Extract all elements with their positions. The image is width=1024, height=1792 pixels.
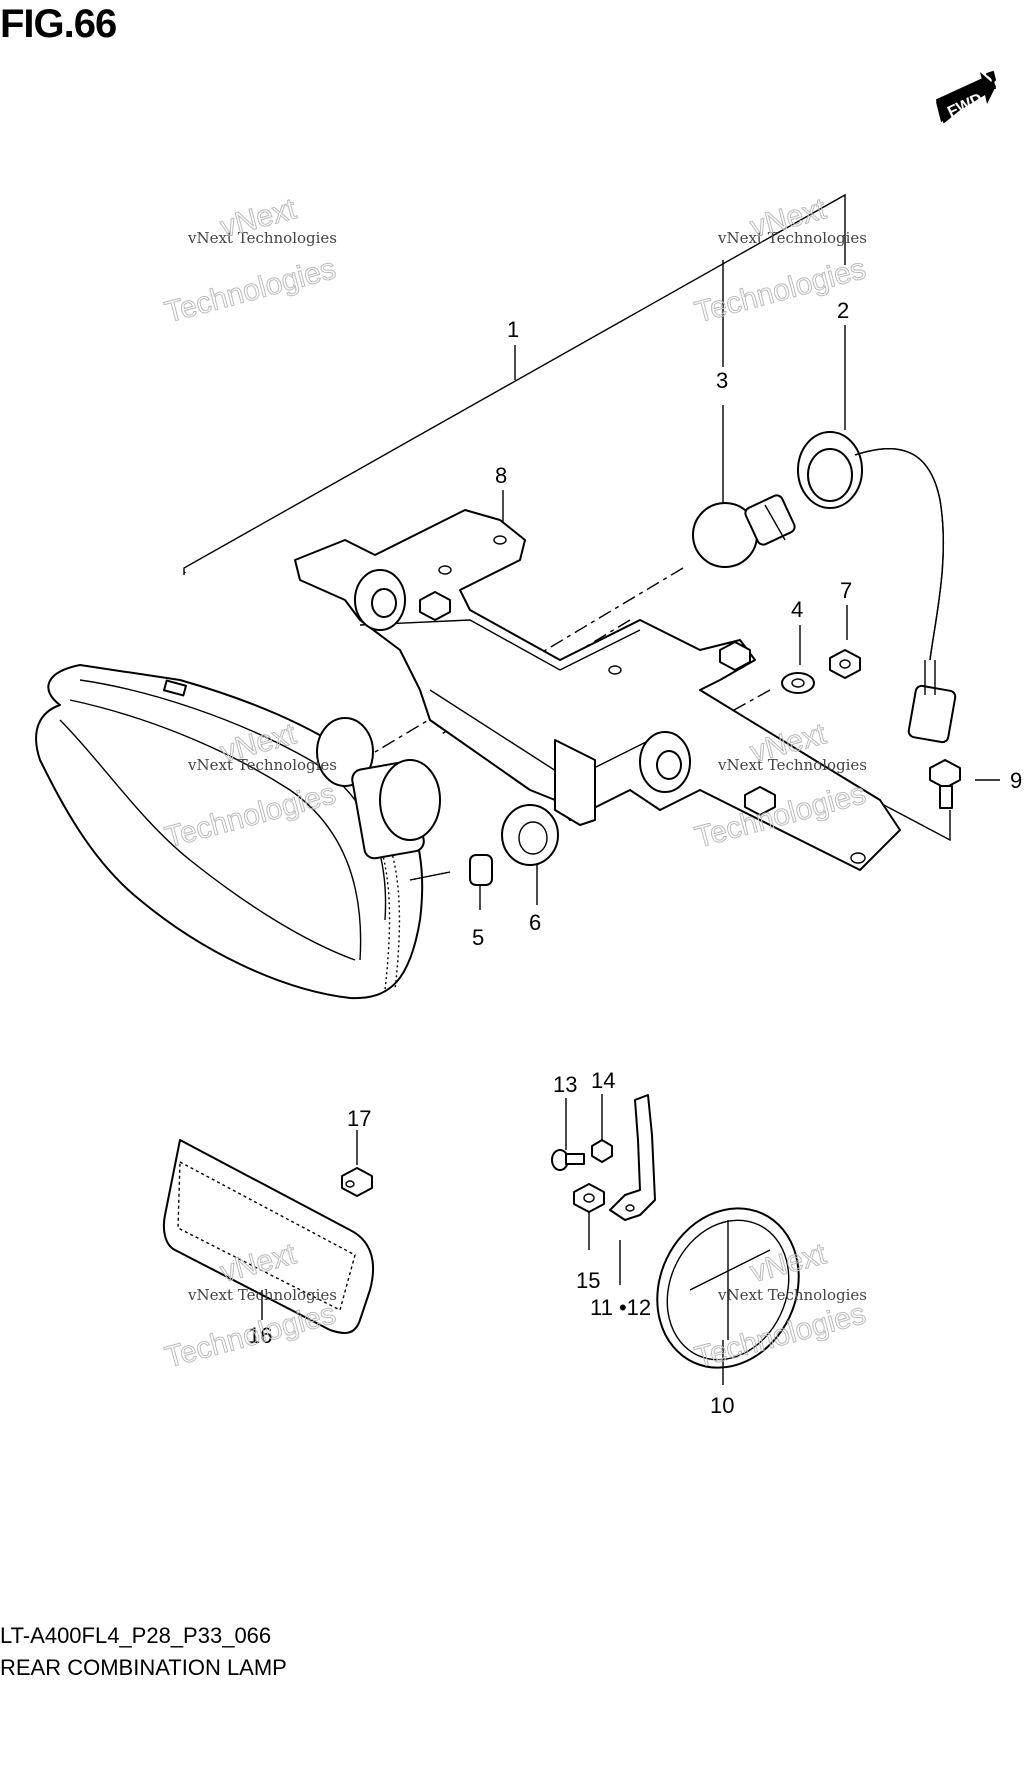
screw	[551, 1149, 585, 1171]
callout-6: 6	[529, 910, 541, 935]
watermark-text: vNext Technologies	[717, 1286, 867, 1304]
leader-9-bracket	[864, 794, 951, 842]
diagram-code: LT-A400FL4_P28_P33_066	[0, 1623, 272, 1648]
round-lamp	[656, 1207, 800, 1369]
callout-2: 2	[837, 298, 849, 323]
watermark-text: Technologies	[162, 252, 340, 329]
callout-8: 8	[495, 463, 507, 488]
callout-9: 9	[1010, 768, 1022, 793]
callout-13: 13	[553, 1072, 577, 1097]
callout-17: 17	[347, 1106, 371, 1131]
watermark-text: vNext Technologies	[187, 229, 337, 247]
reflector-nut	[341, 1167, 373, 1197]
watermark-text: vNext Technologies	[187, 756, 337, 774]
lamp-bracket	[294, 509, 901, 871]
callout-16: 16	[248, 1323, 272, 1348]
callout-1: 1	[507, 317, 519, 342]
flange-nut	[573, 1183, 605, 1213]
bulb	[692, 494, 796, 568]
nut	[829, 649, 861, 679]
callout-15: 15	[576, 1268, 600, 1293]
callout-3: 3	[716, 368, 728, 393]
callout-7: 7	[840, 578, 852, 603]
side-reflector	[162, 1139, 375, 1334]
lamp-stay	[609, 1094, 656, 1221]
watermark-1: vNext Technologies Technologies vNext	[161, 192, 340, 330]
leader-1-frame	[183, 193, 846, 575]
washer	[781, 672, 815, 694]
diagram-name: REAR COMBINATION LAMP	[0, 1655, 287, 1680]
callout-5: 5	[472, 925, 484, 950]
grommet-nut	[501, 804, 559, 866]
small-nut	[591, 1139, 613, 1163]
socket-harness	[797, 431, 957, 744]
figure-title: FIG.66	[0, 2, 117, 46]
callout-14: 14	[591, 1068, 615, 1093]
watermark-text: Technologies	[162, 1297, 340, 1374]
assembly-line-mid	[439, 619, 631, 736]
watermark-text: vNext Technologies	[717, 229, 867, 247]
callout-10: 10	[710, 1393, 734, 1418]
watermark-text: vNext Technologies	[187, 1286, 337, 1304]
fwd-arrow-icon: FWD	[936, 71, 996, 123]
bolt	[929, 759, 961, 809]
spacer	[469, 854, 493, 886]
watermark-text: vNext Technologies	[717, 756, 867, 774]
tail-lamp-housing	[35, 664, 451, 1000]
callout-4: 4	[791, 597, 803, 622]
callout-11-12: 11 •12	[590, 1295, 651, 1320]
